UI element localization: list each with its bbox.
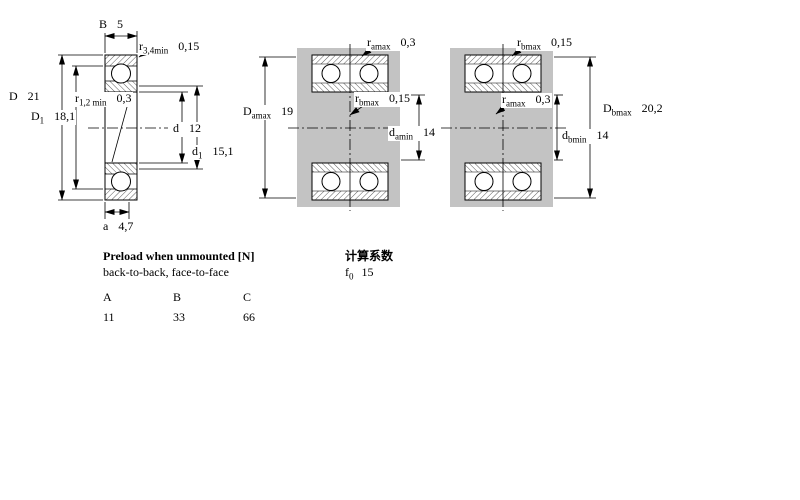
preload-table: A B C 11 33 66 [103,290,313,324]
preload-table-header-row: A B C [103,290,313,304]
preload-value-a: 11 [103,310,115,324]
ball [321,172,341,191]
ball [111,63,131,84]
back-to-back-drawing [259,44,425,211]
preload-col-a: A [103,290,112,304]
preload-subtitle: back-to-back, face-to-face [103,265,229,279]
preload-col-b: B [173,290,182,304]
ball [359,64,379,83]
front-view-dimension-lines [58,31,203,219]
ball [474,64,494,83]
outer-ring-section [105,55,137,66]
calculation-heading: 计算系数 [345,249,394,263]
preload-value-c: 66 [243,310,255,324]
ball [512,172,532,191]
inner-ring-section [105,163,137,174]
front-view-drawing [58,31,203,219]
preload-col-c: C [243,290,252,304]
outer-ring-section [105,189,137,200]
preload-value-b: 33 [173,310,185,324]
inner-ring-section [105,81,137,92]
ball [512,64,532,83]
ball [474,172,494,191]
preload-table-value-row: 11 33 66 [103,310,313,324]
ball [359,172,379,191]
preload-heading: Preload when unmounted [N] [103,249,255,263]
face-to-face-drawing [441,44,596,211]
ball [111,171,131,192]
face-to-face-dimension-lines [495,46,596,199]
ball [321,64,341,83]
